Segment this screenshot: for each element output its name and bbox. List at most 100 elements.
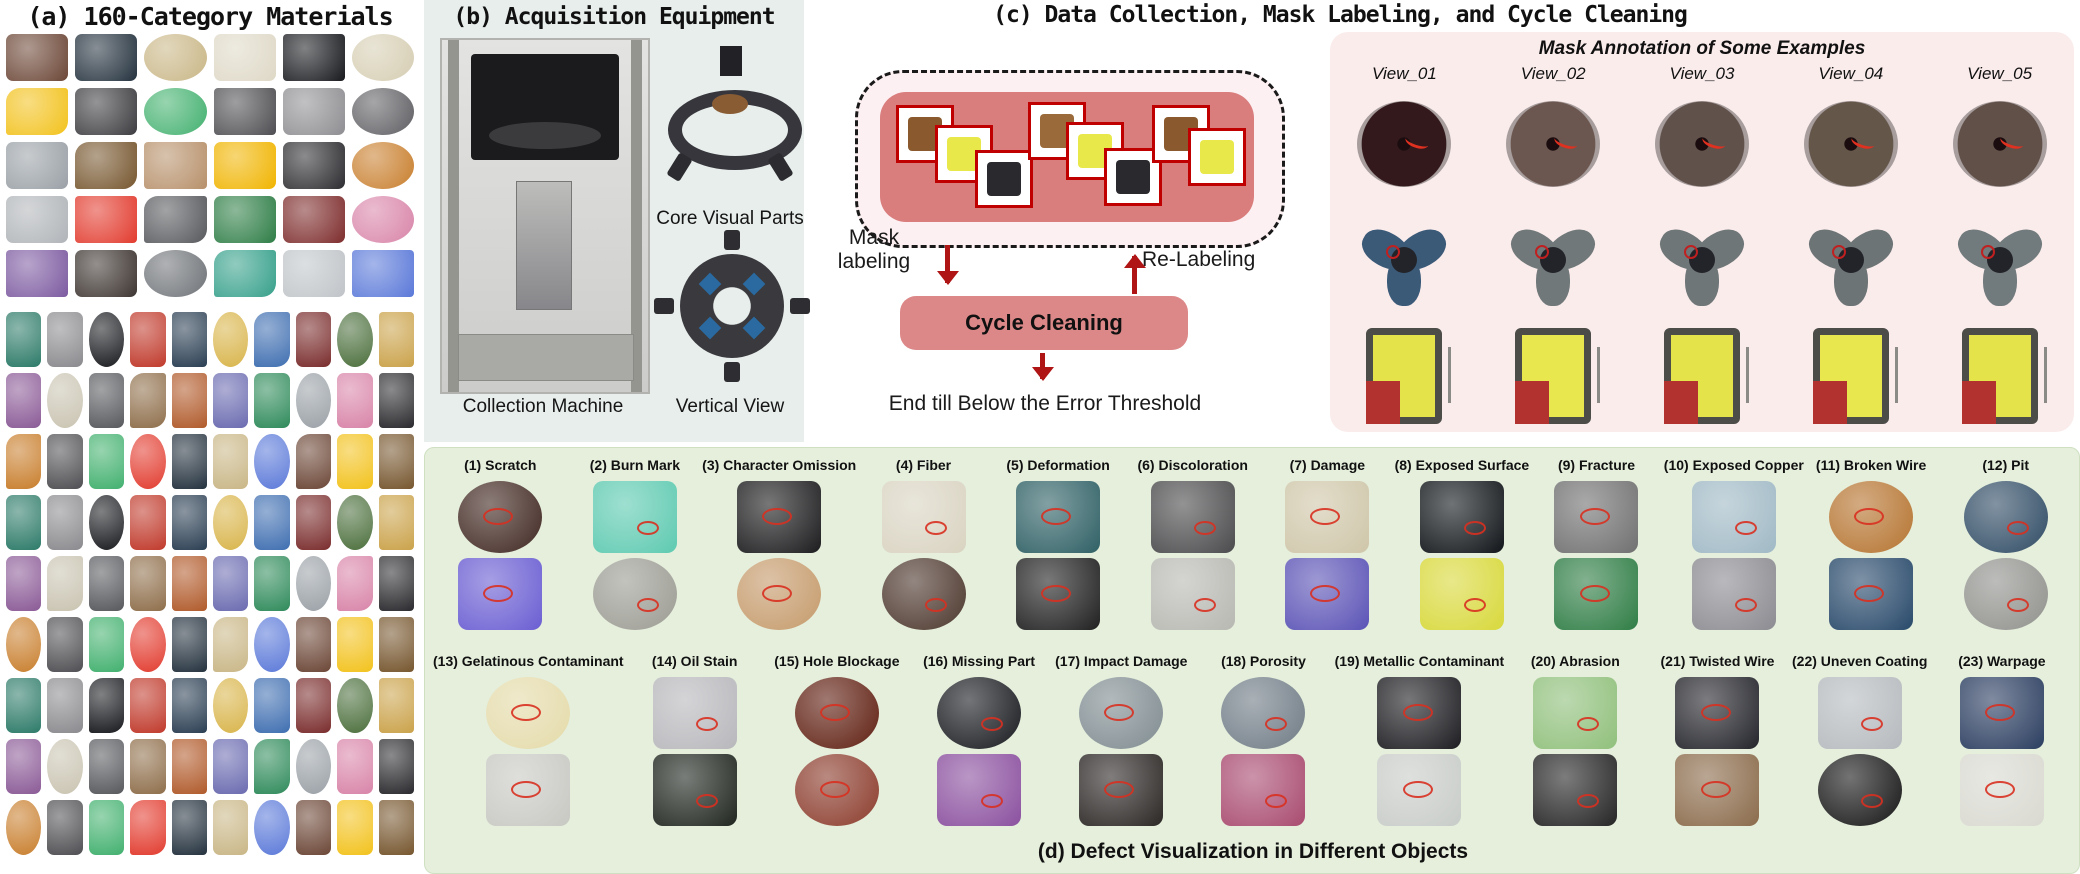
material-thumb bbox=[171, 373, 207, 428]
cycle-cleaning-box: Cycle Cleaning bbox=[900, 296, 1188, 350]
defect-label: (15) Hole Blockage bbox=[774, 653, 900, 669]
material-thumb bbox=[337, 556, 373, 611]
defect-column: (13) Gelatinous Contaminant bbox=[433, 650, 624, 828]
annotation-cell bbox=[1479, 322, 1628, 430]
defect-photo bbox=[737, 481, 822, 553]
material-thumb bbox=[130, 678, 166, 733]
material-thumb bbox=[6, 142, 69, 189]
machine-rail bbox=[448, 40, 459, 392]
defect-label: (7) Damage bbox=[1289, 457, 1366, 473]
material-thumb bbox=[378, 495, 414, 550]
material-thumb bbox=[378, 312, 414, 367]
defect-photo bbox=[937, 754, 1022, 826]
annotation-cell bbox=[1776, 322, 1925, 430]
mirror-wedge bbox=[742, 272, 766, 296]
material-thumb bbox=[130, 495, 166, 550]
defect-column: (5) Deformation bbox=[991, 454, 1126, 632]
material-thumb bbox=[6, 800, 42, 855]
material-thumb bbox=[378, 617, 414, 672]
material-thumb bbox=[254, 373, 290, 428]
labeled-sample-thumb bbox=[1188, 128, 1246, 186]
defect-column: (17) Impact Damage bbox=[1050, 650, 1192, 828]
camera-icon bbox=[654, 298, 674, 314]
mask-annotation-grid bbox=[1330, 90, 2074, 430]
annotation-cell bbox=[1330, 206, 1479, 314]
material-thumb bbox=[213, 495, 249, 550]
view-label: View_03 bbox=[1669, 64, 1735, 83]
material-thumb bbox=[295, 739, 332, 794]
defect-photo bbox=[1016, 481, 1101, 553]
material-thumb bbox=[171, 678, 207, 733]
arrow-down-icon bbox=[945, 245, 950, 283]
defect-photo bbox=[737, 558, 822, 630]
defect-photo bbox=[1150, 481, 1235, 553]
defect-photo bbox=[652, 754, 737, 826]
material-thumb bbox=[75, 88, 138, 135]
vertical-view-photo bbox=[654, 230, 810, 382]
core-visual-parts-photo bbox=[666, 46, 802, 204]
material-thumb bbox=[6, 739, 42, 794]
defect-label: (22) Uneven Coating bbox=[1792, 653, 1928, 669]
material-thumb bbox=[171, 434, 207, 489]
camera-icon bbox=[724, 230, 740, 250]
material-thumb bbox=[130, 800, 166, 855]
collection-machine-photo bbox=[440, 38, 650, 394]
material-thumb bbox=[295, 434, 332, 489]
panel-d-caption: (d) Defect Visualization in Different Ob… bbox=[1037, 840, 1469, 863]
defect-photo bbox=[486, 754, 571, 826]
defect-label: (16) Missing Part bbox=[923, 653, 1036, 669]
material-thumb bbox=[88, 678, 125, 733]
material-thumb bbox=[144, 196, 207, 243]
material-thumb bbox=[295, 678, 332, 733]
transformer-band bbox=[1515, 381, 1550, 424]
speaker-cone-photo bbox=[1803, 101, 1898, 187]
defect-column: (20) Abrasion bbox=[1504, 650, 1646, 828]
material-thumb bbox=[282, 250, 345, 297]
annotation-cell bbox=[1925, 90, 2074, 198]
defect-photo bbox=[592, 481, 677, 553]
defect-photo bbox=[937, 677, 1022, 749]
defect-column: (12) Pit bbox=[1938, 454, 2073, 632]
material-thumb bbox=[351, 34, 414, 81]
defect-photo bbox=[1817, 754, 1902, 826]
material-thumb bbox=[254, 434, 290, 489]
panel-b-title: (b) Acquisition Equipment bbox=[453, 4, 775, 30]
mask-labeling-label: Mask labeling bbox=[837, 226, 911, 274]
defect-photo bbox=[1817, 677, 1902, 749]
material-thumb bbox=[213, 250, 276, 297]
fan-blade-photo bbox=[1356, 214, 1453, 306]
transformer-photo bbox=[1812, 328, 1898, 424]
material-thumb bbox=[213, 142, 276, 189]
transformer-photo bbox=[1961, 328, 2047, 424]
speaker-cone-photo bbox=[1952, 101, 2047, 187]
material-thumb bbox=[6, 88, 69, 135]
defect-photo bbox=[1079, 677, 1164, 749]
collection-machine-label: Collection Machine bbox=[462, 396, 624, 417]
material-thumb bbox=[337, 312, 373, 367]
defect-label: (20) Abrasion bbox=[1530, 653, 1620, 669]
annotation-cell bbox=[1330, 90, 1479, 198]
material-thumb bbox=[337, 800, 373, 855]
material-thumb bbox=[378, 739, 414, 794]
sample-object bbox=[712, 94, 748, 114]
material-thumb bbox=[351, 142, 414, 189]
material-thumb bbox=[6, 556, 42, 611]
camera-icon bbox=[724, 362, 740, 382]
material-thumb bbox=[213, 196, 276, 243]
material-thumb bbox=[213, 88, 276, 135]
fan-hub bbox=[1540, 247, 1567, 273]
material-thumb bbox=[88, 617, 125, 672]
defect-photo bbox=[1829, 558, 1914, 630]
defect-photo bbox=[1221, 677, 1306, 749]
material-thumb bbox=[282, 34, 345, 81]
panel-c-pipeline: (c) Data Collection, Mask Labeling, and … bbox=[800, 0, 2080, 445]
speaker-cone-photo bbox=[1654, 101, 1749, 187]
material-thumb bbox=[213, 556, 249, 611]
material-thumb bbox=[351, 196, 414, 243]
camera-icon bbox=[767, 152, 794, 182]
defect-photo bbox=[1419, 481, 1504, 553]
defect-photo bbox=[1554, 558, 1639, 630]
defect-photo bbox=[794, 677, 879, 749]
defect-photo bbox=[881, 558, 966, 630]
